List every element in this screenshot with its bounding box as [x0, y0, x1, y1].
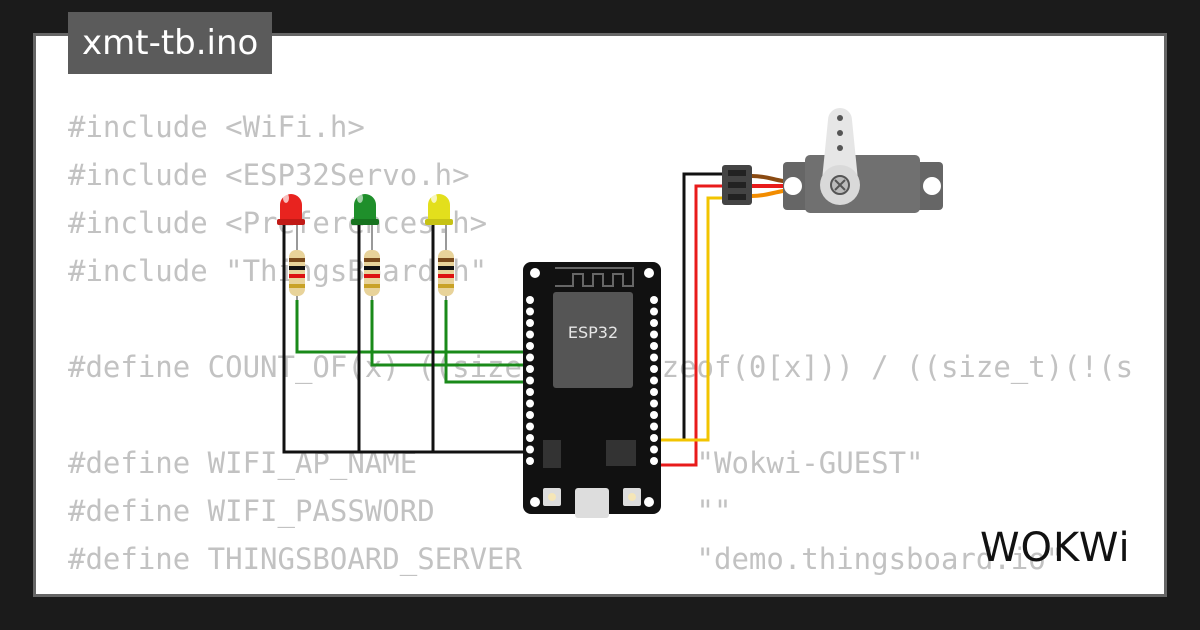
header-pin[interactable]	[526, 434, 534, 442]
header-pin[interactable]	[650, 307, 658, 316]
header-pin[interactable]	[650, 422, 658, 431]
header-pin[interactable]	[650, 457, 658, 465]
esp32-board[interactable]: ESP32	[523, 262, 661, 518]
resistor-3[interactable]	[438, 225, 454, 300]
header-pin[interactable]	[526, 307, 534, 316]
header-pin[interactable]	[526, 388, 534, 396]
resistor-1[interactable]	[289, 225, 305, 300]
wire-servo-power	[652, 184, 722, 467]
header-pin[interactable]	[650, 319, 658, 327]
file-name-label: xmt-tb.ino	[82, 23, 259, 63]
header-pin[interactable]	[650, 342, 658, 350]
wire-red-led-ground	[282, 225, 535, 454]
file-name-tab[interactable]: xmt-tb.ino	[68, 12, 273, 74]
wire-red-led-signal	[295, 300, 540, 354]
wire-yellow-led-signal	[444, 300, 540, 384]
header-pin[interactable]	[650, 445, 658, 454]
wire-green-led-signal	[370, 300, 540, 367]
header-pin[interactable]	[526, 445, 534, 454]
header-pin[interactable]	[650, 296, 658, 304]
header-pin[interactable]	[650, 388, 658, 396]
antenna-trace	[555, 267, 634, 287]
header-pin[interactable]	[650, 365, 658, 373]
header-pin[interactable]	[526, 330, 534, 339]
header-pin[interactable]	[650, 353, 658, 362]
header-pin[interactable]	[526, 399, 534, 408]
servo-wires	[652, 172, 722, 467]
header-pin[interactable]	[526, 319, 534, 327]
code-line: #define WIFI_AP_NAME "Wokwi-GUEST"	[68, 446, 924, 480]
led-yellow[interactable]	[425, 193, 453, 225]
code-line: #include <ESP32Servo.h>	[68, 158, 470, 192]
esp32-module-shield	[553, 292, 633, 388]
resistor-2[interactable]	[364, 225, 380, 300]
header-pin[interactable]	[526, 411, 534, 419]
left-header-pins	[526, 296, 534, 465]
header-pin[interactable]	[526, 342, 534, 350]
code-line: #define WIFI_PASSWORD ""	[68, 494, 732, 528]
header-pin[interactable]	[526, 376, 534, 385]
wire-servo-signal	[652, 196, 722, 442]
header-pin[interactable]	[526, 353, 534, 362]
right-header-pins	[650, 296, 658, 465]
wokwi-logo: WOKWi	[980, 525, 1131, 571]
header-pin[interactable]	[526, 422, 534, 431]
led-green[interactable]	[351, 193, 379, 225]
servo-horn	[822, 108, 858, 180]
header-pin[interactable]	[650, 399, 658, 408]
code-line: #include <WiFi.h>	[68, 110, 365, 144]
code-line: #define THINGSBOARD_SERVER "demo.thingsb…	[68, 542, 1064, 576]
code-line: #define THINGSBOARD_ACCESSTOKEN "PEvQ...…	[68, 583, 1134, 594]
usb-port	[575, 488, 609, 518]
led-wires	[282, 225, 540, 454]
esp32-chip-label: ESP32	[568, 323, 618, 342]
led-red[interactable]	[277, 193, 305, 225]
regulator-chip	[543, 440, 561, 468]
header-pin[interactable]	[650, 330, 658, 339]
header-pin[interactable]	[650, 376, 658, 385]
servo-motor[interactable]	[722, 108, 943, 213]
header-pin[interactable]	[526, 296, 534, 304]
usb-uart-chip	[606, 440, 636, 466]
header-pin[interactable]	[650, 411, 658, 419]
header-pin[interactable]	[650, 434, 658, 442]
header-pin[interactable]	[526, 457, 534, 465]
wire-servo-ground	[652, 172, 722, 442]
header-pin[interactable]	[526, 365, 534, 373]
